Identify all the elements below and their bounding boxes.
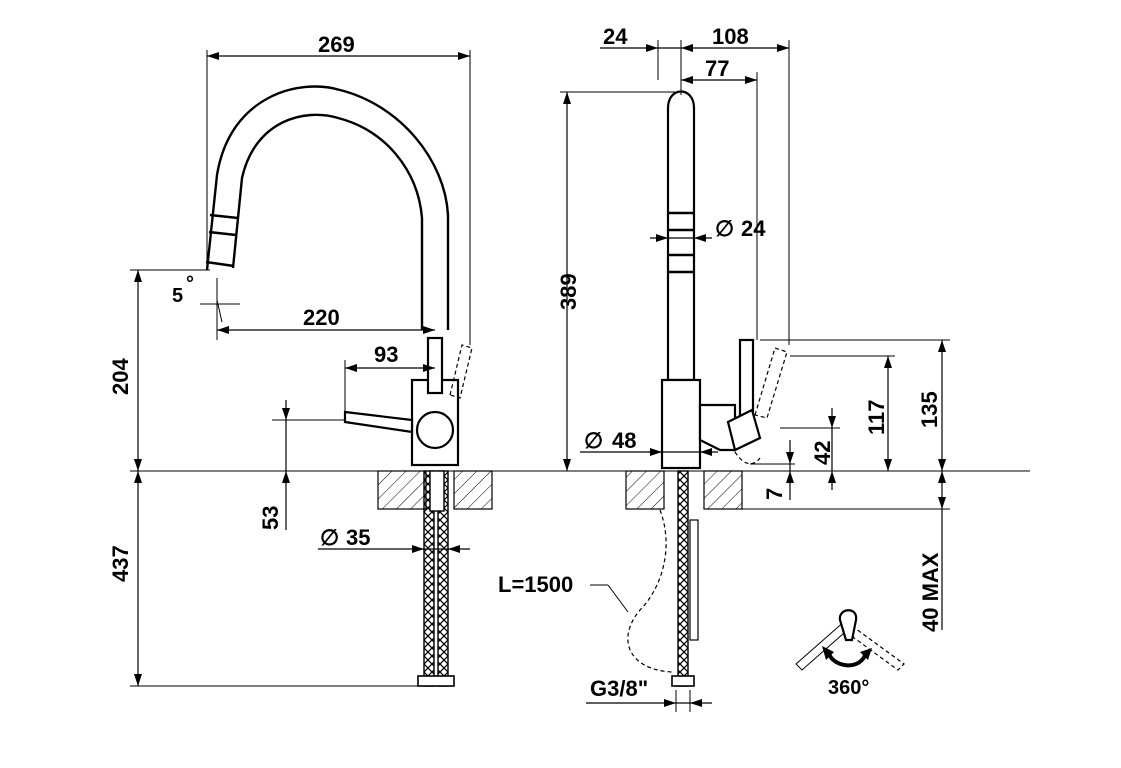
dim-diameter-35: 35 (346, 525, 370, 550)
dim-135: 135 (917, 391, 942, 428)
side-counter-left (625, 470, 665, 510)
side-view: 24 108 77 ∅ 24 389 ∅ 48 135 1 (498, 24, 950, 712)
dim-offset-24: 24 (603, 24, 628, 49)
side-cartridge (698, 403, 737, 452)
dim-42: 42 (810, 441, 835, 465)
dim-diameter-symbol-48: ∅ (584, 428, 603, 453)
spout-gooseneck (205, 85, 450, 330)
hose-fitting (417, 675, 455, 687)
dim-7: 7 (762, 488, 787, 500)
spout-gooseneck-inner (231, 113, 424, 330)
dim-reach-220: 220 (303, 305, 340, 330)
degree-symbol: ° (186, 273, 194, 295)
lever-pivot (415, 410, 455, 450)
side-lever-arc (734, 451, 761, 465)
dim-depth-108: 108 (712, 24, 749, 49)
dim-diameter-48: 48 (612, 428, 636, 453)
dim-handle-77: 77 (705, 56, 729, 81)
side-body (660, 378, 702, 470)
side-lever-base (726, 408, 762, 452)
dim-height-204: 204 (108, 358, 133, 395)
rotation-icon: 360° (795, 609, 905, 699)
side-hose (677, 470, 689, 687)
dim-diameter-symbol-24: ∅ (715, 216, 734, 241)
front-view: 269 220 5 ° 93 204 437 (108, 32, 1030, 687)
hose-length-label: L=1500 (498, 572, 573, 597)
dim-below-437: 437 (108, 545, 133, 582)
dim-angle-5: 5 (172, 285, 183, 307)
rotation-360-label: 360° (828, 677, 869, 699)
counter-section-left (377, 470, 427, 510)
dim-117: 117 (864, 400, 889, 436)
counter-section-right (453, 470, 493, 510)
lever-side (343, 410, 414, 434)
dim-diameter-24: 24 (741, 216, 766, 241)
mounting-stud (429, 470, 445, 512)
side-fitting (671, 675, 695, 687)
dim-width-269: 269 (318, 32, 355, 57)
lever-upright (426, 336, 444, 395)
dim-counter-40max: 40 MAX (918, 552, 943, 632)
dim-height-389: 389 (556, 273, 581, 310)
side-counter-right (703, 470, 743, 510)
dim-diameter-symbol-35: ∅ (320, 525, 339, 550)
side-lever (738, 338, 755, 422)
pullout-hose (627, 509, 673, 673)
thread-label: G3/8" (590, 676, 648, 701)
side-lever-rotated (754, 347, 788, 419)
side-spout-column (666, 90, 696, 382)
dim-lever-53: 53 (258, 506, 283, 530)
side-stud (689, 519, 699, 641)
dim-lever-93: 93 (374, 342, 398, 367)
